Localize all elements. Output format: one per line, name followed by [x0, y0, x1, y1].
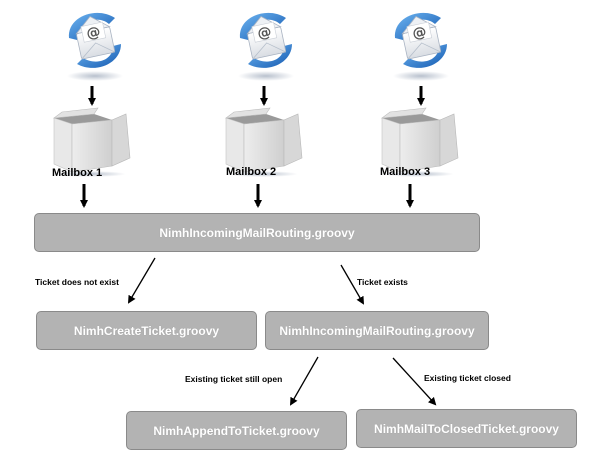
svg-text:@: @: [85, 24, 102, 43]
mailbox-label-3: Mailbox 3: [380, 166, 431, 178]
vertical-arrows: [80, 86, 425, 208]
edge-label-exists: Ticket exists: [357, 277, 408, 287]
arrow-closed: [392, 357, 437, 406]
arrow-not-exist: [127, 257, 156, 304]
node-routing-main: NimhIncomingMailRouting.groovy: [34, 213, 480, 252]
svg-text:@: @: [256, 24, 273, 43]
branch-arrows: [127, 257, 437, 406]
open-box-icon: [224, 107, 303, 177]
node-create-ticket: NimhCreateTicket.groovy: [36, 311, 257, 350]
svg-text:@: @: [411, 24, 428, 43]
edge-label-still-open: Existing ticket still open: [185, 374, 283, 384]
node-routing-sub: NimhIncomingMailRouting.groovy: [265, 311, 489, 350]
edge-label-closed: Existing ticket closed: [424, 373, 511, 383]
node-closed-ticket: NimhMailToClosedTicket.groovy: [356, 409, 577, 448]
edge-label-not-exist: Ticket does not exist: [35, 277, 119, 287]
email-envelope-icon: @: [393, 12, 449, 81]
arrow-exists: [340, 264, 365, 305]
open-box-icon: [52, 107, 131, 177]
email-envelope-icon: @: [67, 12, 123, 81]
arrow-still-open: [290, 356, 319, 406]
mailbox-label-1: Mailbox 1: [52, 167, 103, 179]
mailbox-label-2: Mailbox 2: [226, 166, 277, 178]
node-append-ticket: NimhAppendToTicket.groovy: [126, 411, 347, 450]
email-envelope-icon: @: [238, 12, 294, 81]
open-box-icon: [380, 107, 459, 177]
